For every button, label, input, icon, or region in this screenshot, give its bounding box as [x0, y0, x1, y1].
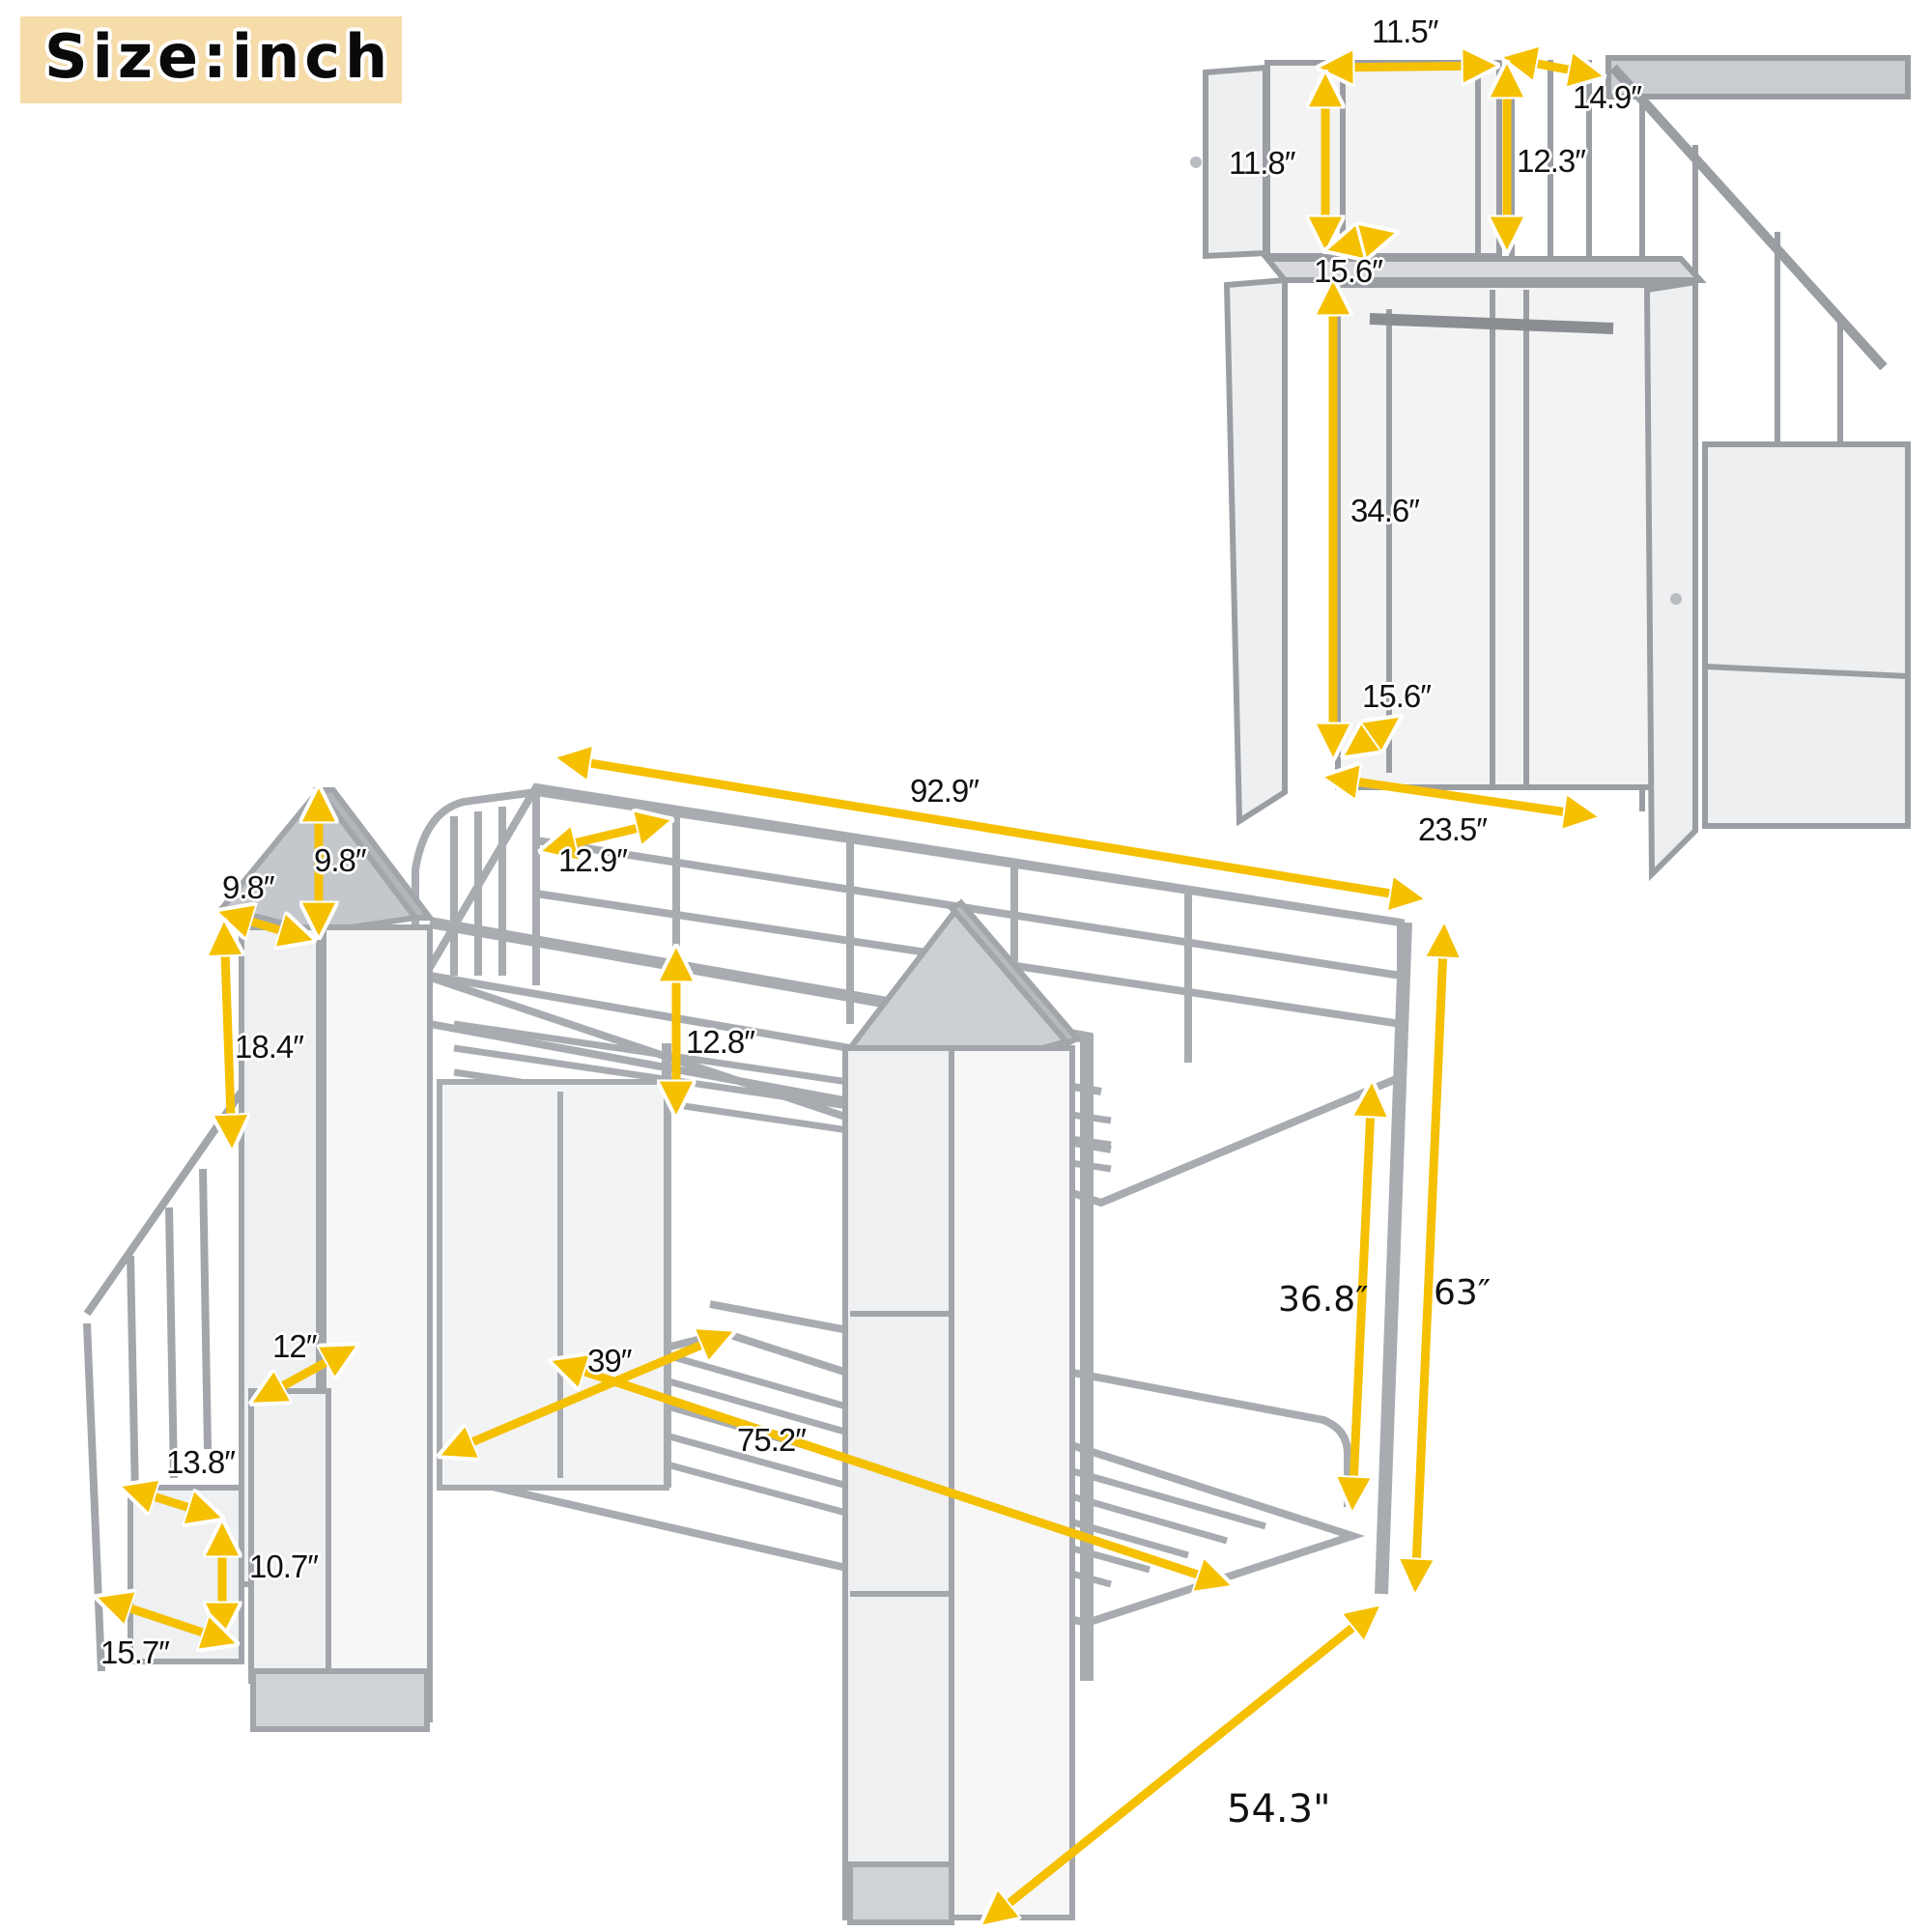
dim-top-cabinet-right-height: 12.3″: [1517, 143, 1586, 179]
dim-overall-height: 63″: [1434, 1273, 1492, 1313]
dim-overall-width: 54.3": [1227, 1787, 1331, 1832]
center-tower: [842, 898, 1083, 1925]
dim-step-depth: 12″: [272, 1328, 317, 1364]
unit-badge: [20, 16, 402, 103]
dim-tower-roof-width: 9.8″: [222, 869, 275, 905]
left-tower: [216, 785, 437, 1732]
dim-lower-bed-length: 75.2″: [737, 1422, 807, 1458]
dim-guardrail-opening: 12.9″: [558, 842, 628, 878]
unit-badge-label: Size:inch: [44, 21, 393, 92]
dim-wardrobe-depth: 15.6″: [1362, 678, 1432, 714]
dim-step-height: 10.7″: [249, 1548, 319, 1584]
dim-tower-upper-height: 18.4″: [235, 1029, 304, 1065]
dim-lower-bed-width: 39″: [587, 1343, 632, 1378]
wardrobe-detail-view: [1190, 55, 1911, 882]
dim-overall-length: 92.9″: [910, 773, 980, 809]
dim-step-width: 13.8″: [166, 1444, 236, 1480]
dim-top-cabinet-depth: 15.6″: [1314, 253, 1383, 289]
dim-top-cabinet-left-height: 11.8″: [1229, 145, 1295, 181]
dim-top-cabinet-side: 14.9″: [1573, 79, 1642, 115]
dim-top-cabinet-width: 11.5″: [1372, 14, 1438, 49]
dim-wardrobe-width: 23.5″: [1418, 811, 1488, 847]
dim-bed-clearance: 36.8″: [1278, 1280, 1369, 1320]
dim-guardrail-height: 12.8″: [686, 1024, 755, 1060]
dim-tower-roof-height: 9.8″: [314, 842, 367, 878]
dim-stair-base-depth: 15.7″: [100, 1634, 170, 1670]
dim-wardrobe-height: 34.6″: [1350, 493, 1420, 528]
dimension-arrows: [101, 58, 1599, 1922]
